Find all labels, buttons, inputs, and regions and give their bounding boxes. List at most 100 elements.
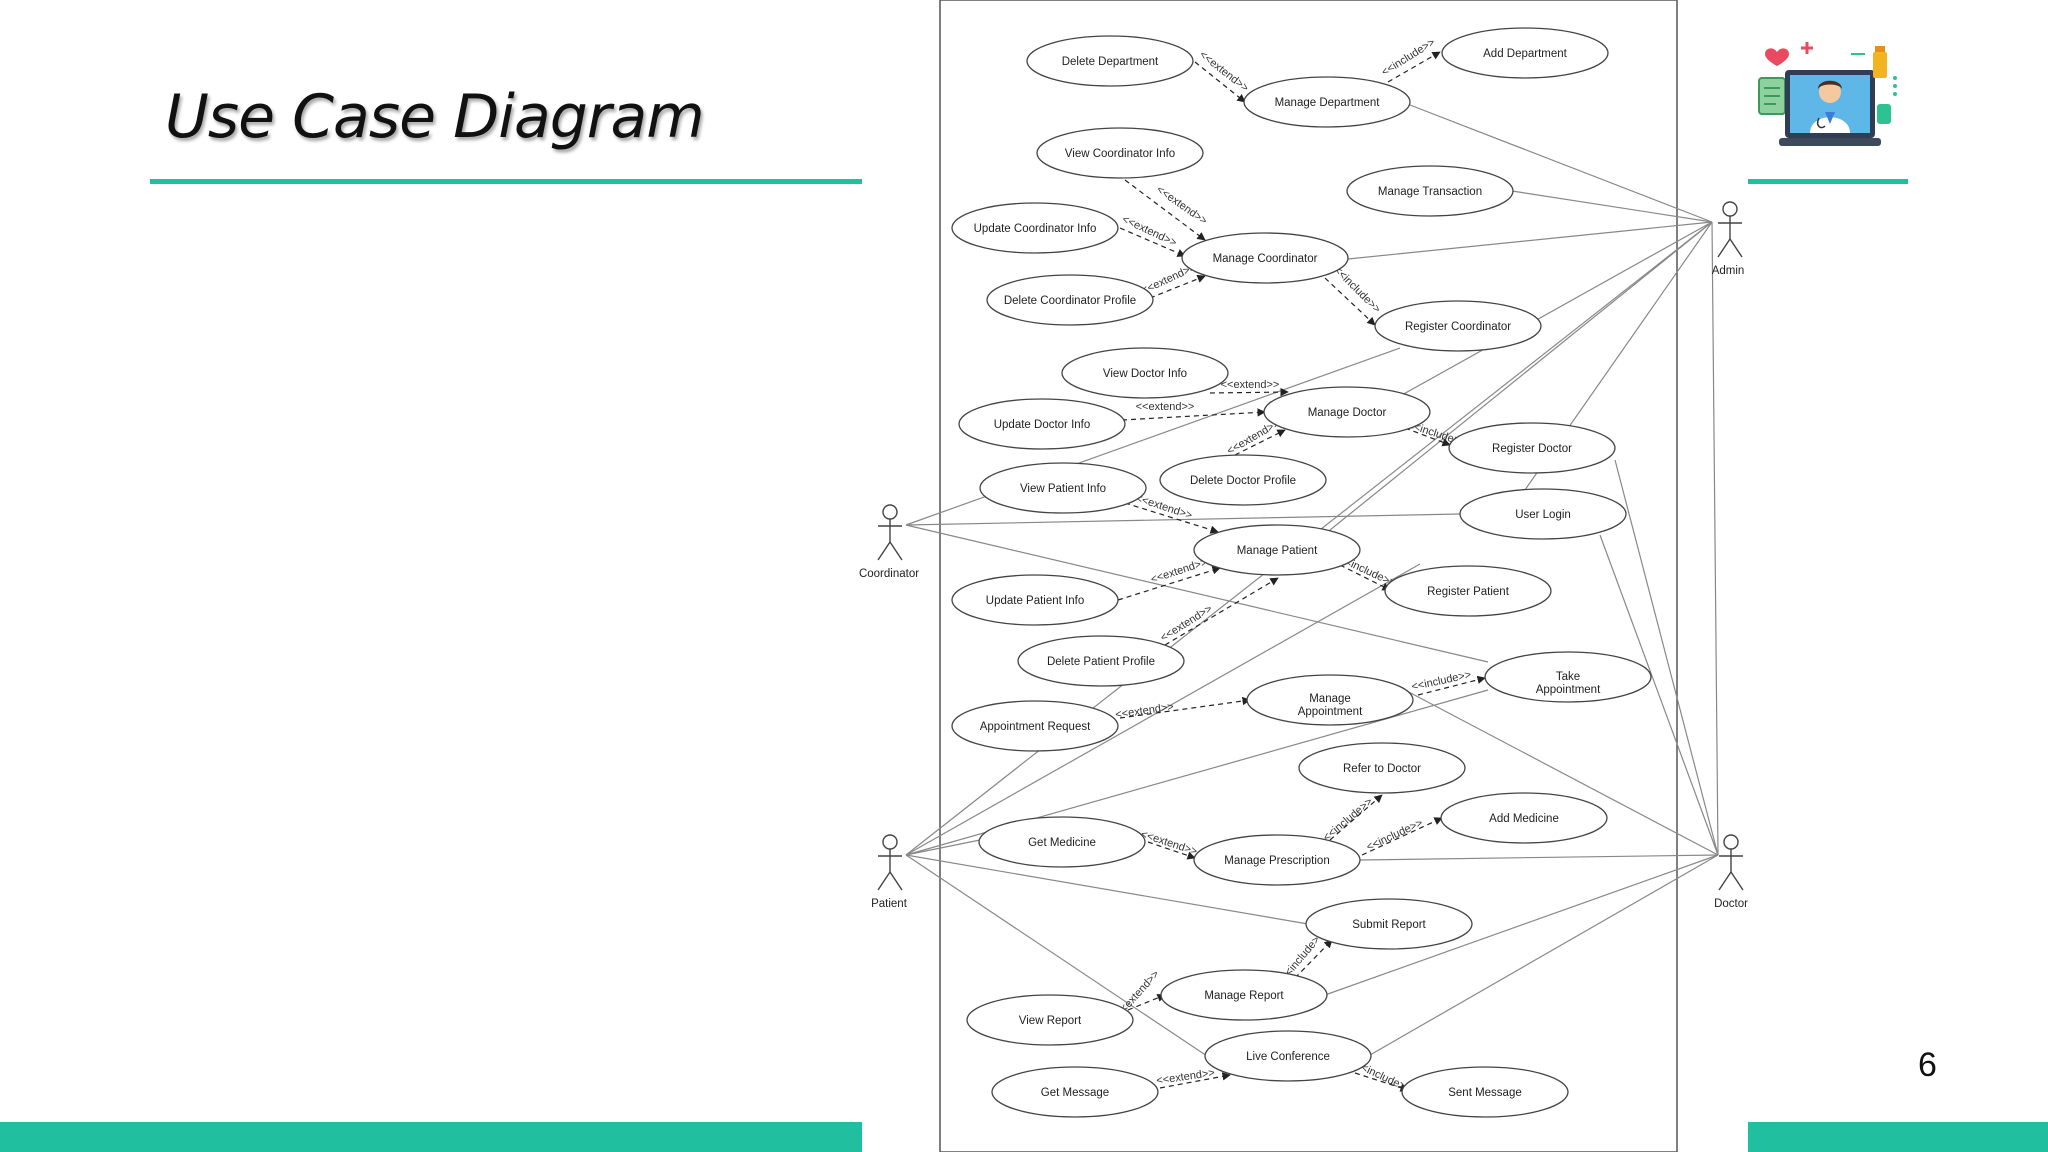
usecase-label: Appointment [1298,706,1363,718]
usecase-user-login [1459,488,1627,540]
actor-label-patient: Patient [871,898,908,910]
usecase-label: Appointment [1536,684,1601,696]
usecase-label: View Report [1019,1015,1082,1027]
usecase-add-department [1441,27,1609,79]
usecase-label: Manage Report [1204,990,1284,1002]
usecase-label: Delete Doctor Profile [1190,475,1296,487]
label-extend: <<extend>> [1136,401,1195,413]
label-extend: <<extend>> [1221,379,1280,391]
usecase-label: Update Patient Info [986,595,1084,607]
dep-view-doctor-info [1209,387,1289,397]
usecase-label: Manage Transaction [1378,186,1482,198]
assoc-admin-manage-transaction [1511,190,1713,223]
assoc-patient-live-conference [905,854,1211,1059]
actor-patient [877,834,903,891]
assoc-doctor-manage-appointment [1404,689,1719,856]
actor-coordinator [877,504,903,561]
usecase-label: Manage Prescription [1224,855,1329,867]
label-include: <<include>> [1380,36,1438,78]
actor-doctor [1718,834,1744,891]
label-extend: <<extend>> [1197,49,1251,95]
usecase-label: Add Medicine [1489,813,1559,825]
usecase-label: Add Department [1483,48,1568,60]
usecase-label: Manage Patient [1237,545,1318,557]
assoc-doctor-live-conference [1369,854,1719,1056]
assoc-doctor-user-login [1599,534,1719,856]
usecase-delete-doctor-profile [1159,454,1327,506]
slide-title: Use Case Diagram [165,82,705,152]
usecase-register-doctor [1448,422,1616,474]
label-extend: <<extend>> [1149,556,1209,586]
dep-delete-patient-profile [1164,577,1279,646]
dep-add-medicine [1361,817,1443,856]
usecase-register-patient [1384,565,1552,617]
usecase-label: Register Doctor [1492,443,1572,455]
usecase-label: Appointment Request [980,721,1091,733]
assoc-admin-manage-coordinator [1347,221,1713,260]
label-include: <<include>> [1411,669,1473,693]
usecase-delete-department [1026,35,1194,87]
usecase-manage-transaction [1346,165,1514,217]
use-case-diagram: <<extend>> <<include>> <<extend>> <<exte… [859,0,1748,1152]
usecase-manage-department [1243,76,1411,128]
usecase-delete-coordinator-profile [986,274,1154,326]
usecase-label: Refer to Doctor [1343,763,1421,775]
usecase-refer-to-doctor [1298,742,1466,794]
dep-register-coordinator [1324,277,1376,326]
label-include: <<include>> [1331,264,1382,315]
usecase-update-doctor-info [958,398,1126,450]
dep-sent-message [1354,1072,1409,1092]
assoc-doctor-manage-prescription [1359,854,1719,861]
dep-view-report [1127,993,1166,1011]
doctor-laptop-icon [1758,42,1897,146]
usecase-label: Manage [1309,693,1351,705]
usecase-register-coordinator [1374,300,1542,352]
assoc-patient-submit-report [905,854,1309,925]
dep-view-coordinator-info [1124,179,1206,241]
assoc-admin-manage-patient [1329,221,1713,531]
usecase-view-coordinator-info [1036,127,1204,179]
label-extend: <<extend>> [1139,828,1199,858]
assoc-admin-manage-department [1409,104,1713,223]
dep-delete-coordinator-profile [1149,274,1206,299]
assoc-patient-get-medicine [905,839,981,856]
usecase-manage-report [1160,969,1328,1021]
usecase-label: Sent Message [1448,1087,1522,1099]
usecase-delete-patient-profile [1017,635,1185,687]
label-include: <<include>> [1321,796,1375,844]
usecase-label: Get Medicine [1028,837,1096,849]
dep-register-patient [1339,564,1391,591]
dep-take-appointment [1417,675,1486,696]
actor-label-doctor: Doctor [1714,898,1748,910]
usecase-label: Live Conference [1246,1051,1330,1063]
usecase-manage-prescription [1193,834,1361,886]
dep-delete-doctor-profile [1234,429,1286,456]
label-include: <<include>> [1365,817,1425,853]
assoc-admin-manage-doctor [1383,221,1713,406]
assoc-doctor-register-doctor [1614,459,1719,856]
label-extend: <<extend>> [1158,603,1214,644]
usecase-label: Delete Patient Profile [1047,656,1155,668]
usecase-manage-doctor [1263,386,1431,438]
assoc-patient-register-patient [905,563,1421,856]
dep-register-doctor [1404,427,1451,447]
usecase-label: Update Coordinator Info [974,223,1097,235]
dep-update-coordinator-info [1119,227,1186,257]
title-underline [150,179,862,184]
usecase-label: Get Message [1041,1087,1109,1099]
usecase-manage-patient [1193,524,1361,576]
actor-admin [1717,201,1743,258]
assoc-coord-user-login [905,513,1461,526]
usecase-label: View Doctor Info [1103,368,1187,380]
usecase-label: Update Doctor Info [994,419,1091,431]
usecase-label: View Coordinator Info [1065,148,1175,160]
usecase-manage-coordinator [1181,232,1349,284]
usecase-label: User Login [1515,509,1571,521]
dep-get-message [1159,1072,1231,1089]
usecase-submit-report [1305,898,1473,950]
dep-add-department [1387,51,1441,83]
usecase-label: Submit Report [1352,919,1426,931]
usecase-label: Delete Department [1062,56,1159,68]
usecase-appointment-request [951,700,1119,752]
dep-update-doctor-info [1121,408,1266,421]
